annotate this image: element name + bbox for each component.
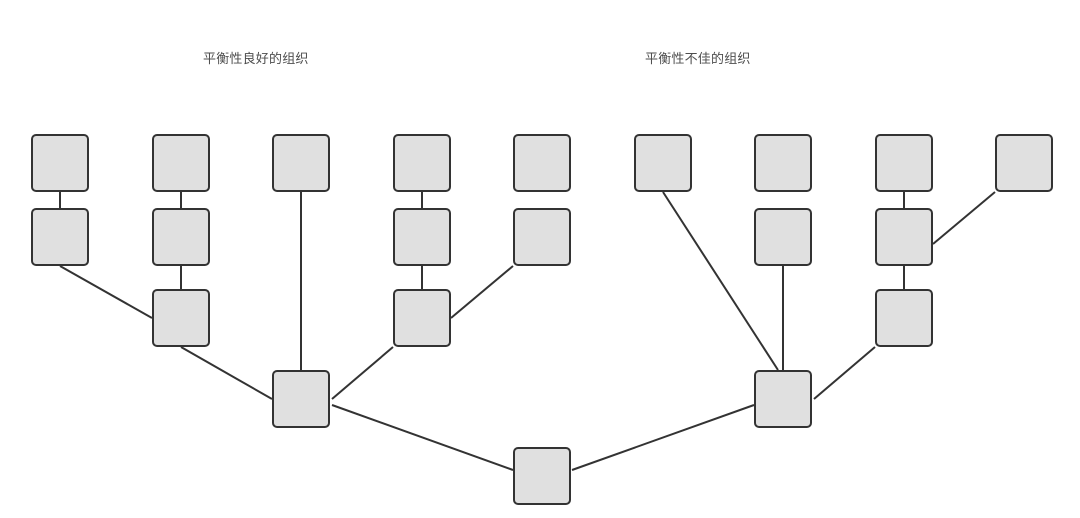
edge-line: [331, 404, 514, 471]
org-node-l-root[interactable]: [272, 370, 330, 428]
org-node-r-c4-r1[interactable]: [875, 134, 933, 192]
edge-line: [331, 346, 394, 400]
edge-line: [932, 191, 996, 245]
org-node-l-c2-r1[interactable]: [152, 134, 210, 192]
caption-left-tree: 平衡性良好的组织: [203, 51, 309, 66]
edge-line: [450, 265, 514, 319]
edge-line: [180, 346, 273, 400]
edge-line: [813, 346, 876, 400]
org-node-l-c1-r2[interactable]: [31, 208, 89, 266]
org-node-r-c2-r1[interactable]: [754, 134, 812, 192]
org-node-l-c4-r3[interactable]: [393, 289, 451, 347]
org-node-l-c5-r1[interactable]: [513, 134, 571, 192]
org-node-r-c1-r1[interactable]: [634, 134, 692, 192]
org-node-base[interactable]: [513, 447, 571, 505]
org-node-l-c4-r2[interactable]: [393, 208, 451, 266]
org-node-l-c1-r1[interactable]: [31, 134, 89, 192]
edge-line: [571, 404, 755, 471]
edge-line: [59, 265, 153, 319]
org-node-r-c5-r1[interactable]: [995, 134, 1053, 192]
org-node-l-c3-r1[interactable]: [272, 134, 330, 192]
caption-right-tree: 平衡性不佳的组织: [645, 51, 751, 66]
org-node-l-c2-r2[interactable]: [152, 208, 210, 266]
org-node-r-root[interactable]: [754, 370, 812, 428]
org-node-l-c2-r3[interactable]: [152, 289, 210, 347]
org-node-l-c5-r2[interactable]: [513, 208, 571, 266]
org-node-r-c2-r2[interactable]: [754, 208, 812, 266]
org-node-l-c4-r1[interactable]: [393, 134, 451, 192]
org-node-r-c4-r2[interactable]: [875, 208, 933, 266]
org-node-r-c4-r3[interactable]: [875, 289, 933, 347]
